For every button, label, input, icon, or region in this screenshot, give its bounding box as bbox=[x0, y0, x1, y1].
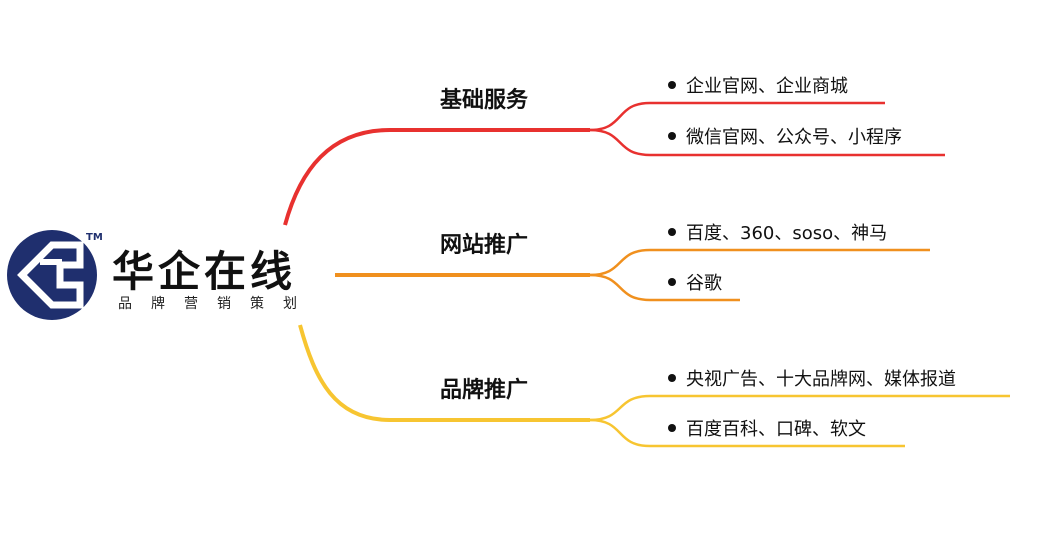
leaf-label: 谷歌 bbox=[686, 273, 722, 294]
leaf-line-brand-1 bbox=[589, 394, 1010, 422]
leaf-item: 央视广告、十大品牌网、媒体报道 bbox=[668, 365, 956, 391]
leaf-line-brand-2 bbox=[589, 418, 905, 448]
brand-slogan: 品牌营销策划 bbox=[118, 296, 316, 312]
leaf-label: 百度、360、soso、神马 bbox=[686, 223, 888, 244]
trademark-mark: TM bbox=[86, 232, 103, 243]
branch-line-brand bbox=[298, 324, 590, 422]
leaf-label: 微信官网、公众号、小程序 bbox=[686, 127, 902, 148]
branch-web-promotion: 网站推广 bbox=[440, 233, 529, 258]
leaf-item: 微信官网、公众号、小程序 bbox=[668, 123, 902, 149]
bullet-icon bbox=[668, 132, 676, 140]
leaf-item: 百度、360、soso、神马 bbox=[668, 219, 887, 245]
bullet-icon bbox=[668, 278, 676, 286]
leaf-line-web-1 bbox=[589, 248, 930, 277]
bullet-icon bbox=[668, 228, 676, 236]
branch-line-basic bbox=[283, 128, 590, 226]
leaf-label: 央视广告、十大品牌网、媒体报道 bbox=[686, 369, 956, 390]
leaf-line-web-2 bbox=[589, 273, 740, 302]
leaf-item: 企业官网、企业商城 bbox=[668, 72, 848, 98]
leaf-label: 企业官网、企业商城 bbox=[686, 76, 848, 97]
leaf-label: 百度百科、口碑、软文 bbox=[686, 419, 866, 440]
brand-name: 华企在线 bbox=[112, 247, 297, 296]
leaf-line-basic-1 bbox=[589, 101, 885, 132]
branch-brand-promotion: 品牌推广 bbox=[440, 378, 529, 403]
logo-icon bbox=[7, 230, 97, 320]
bullet-icon bbox=[668, 81, 676, 89]
leaf-line-basic-2 bbox=[589, 128, 945, 157]
bullet-icon bbox=[668, 424, 676, 432]
bullet-icon bbox=[668, 374, 676, 382]
leaf-item: 百度百科、口碑、软文 bbox=[668, 415, 866, 441]
leaf-item: 谷歌 bbox=[668, 269, 722, 295]
branch-basic-services: 基础服务 bbox=[440, 88, 529, 113]
